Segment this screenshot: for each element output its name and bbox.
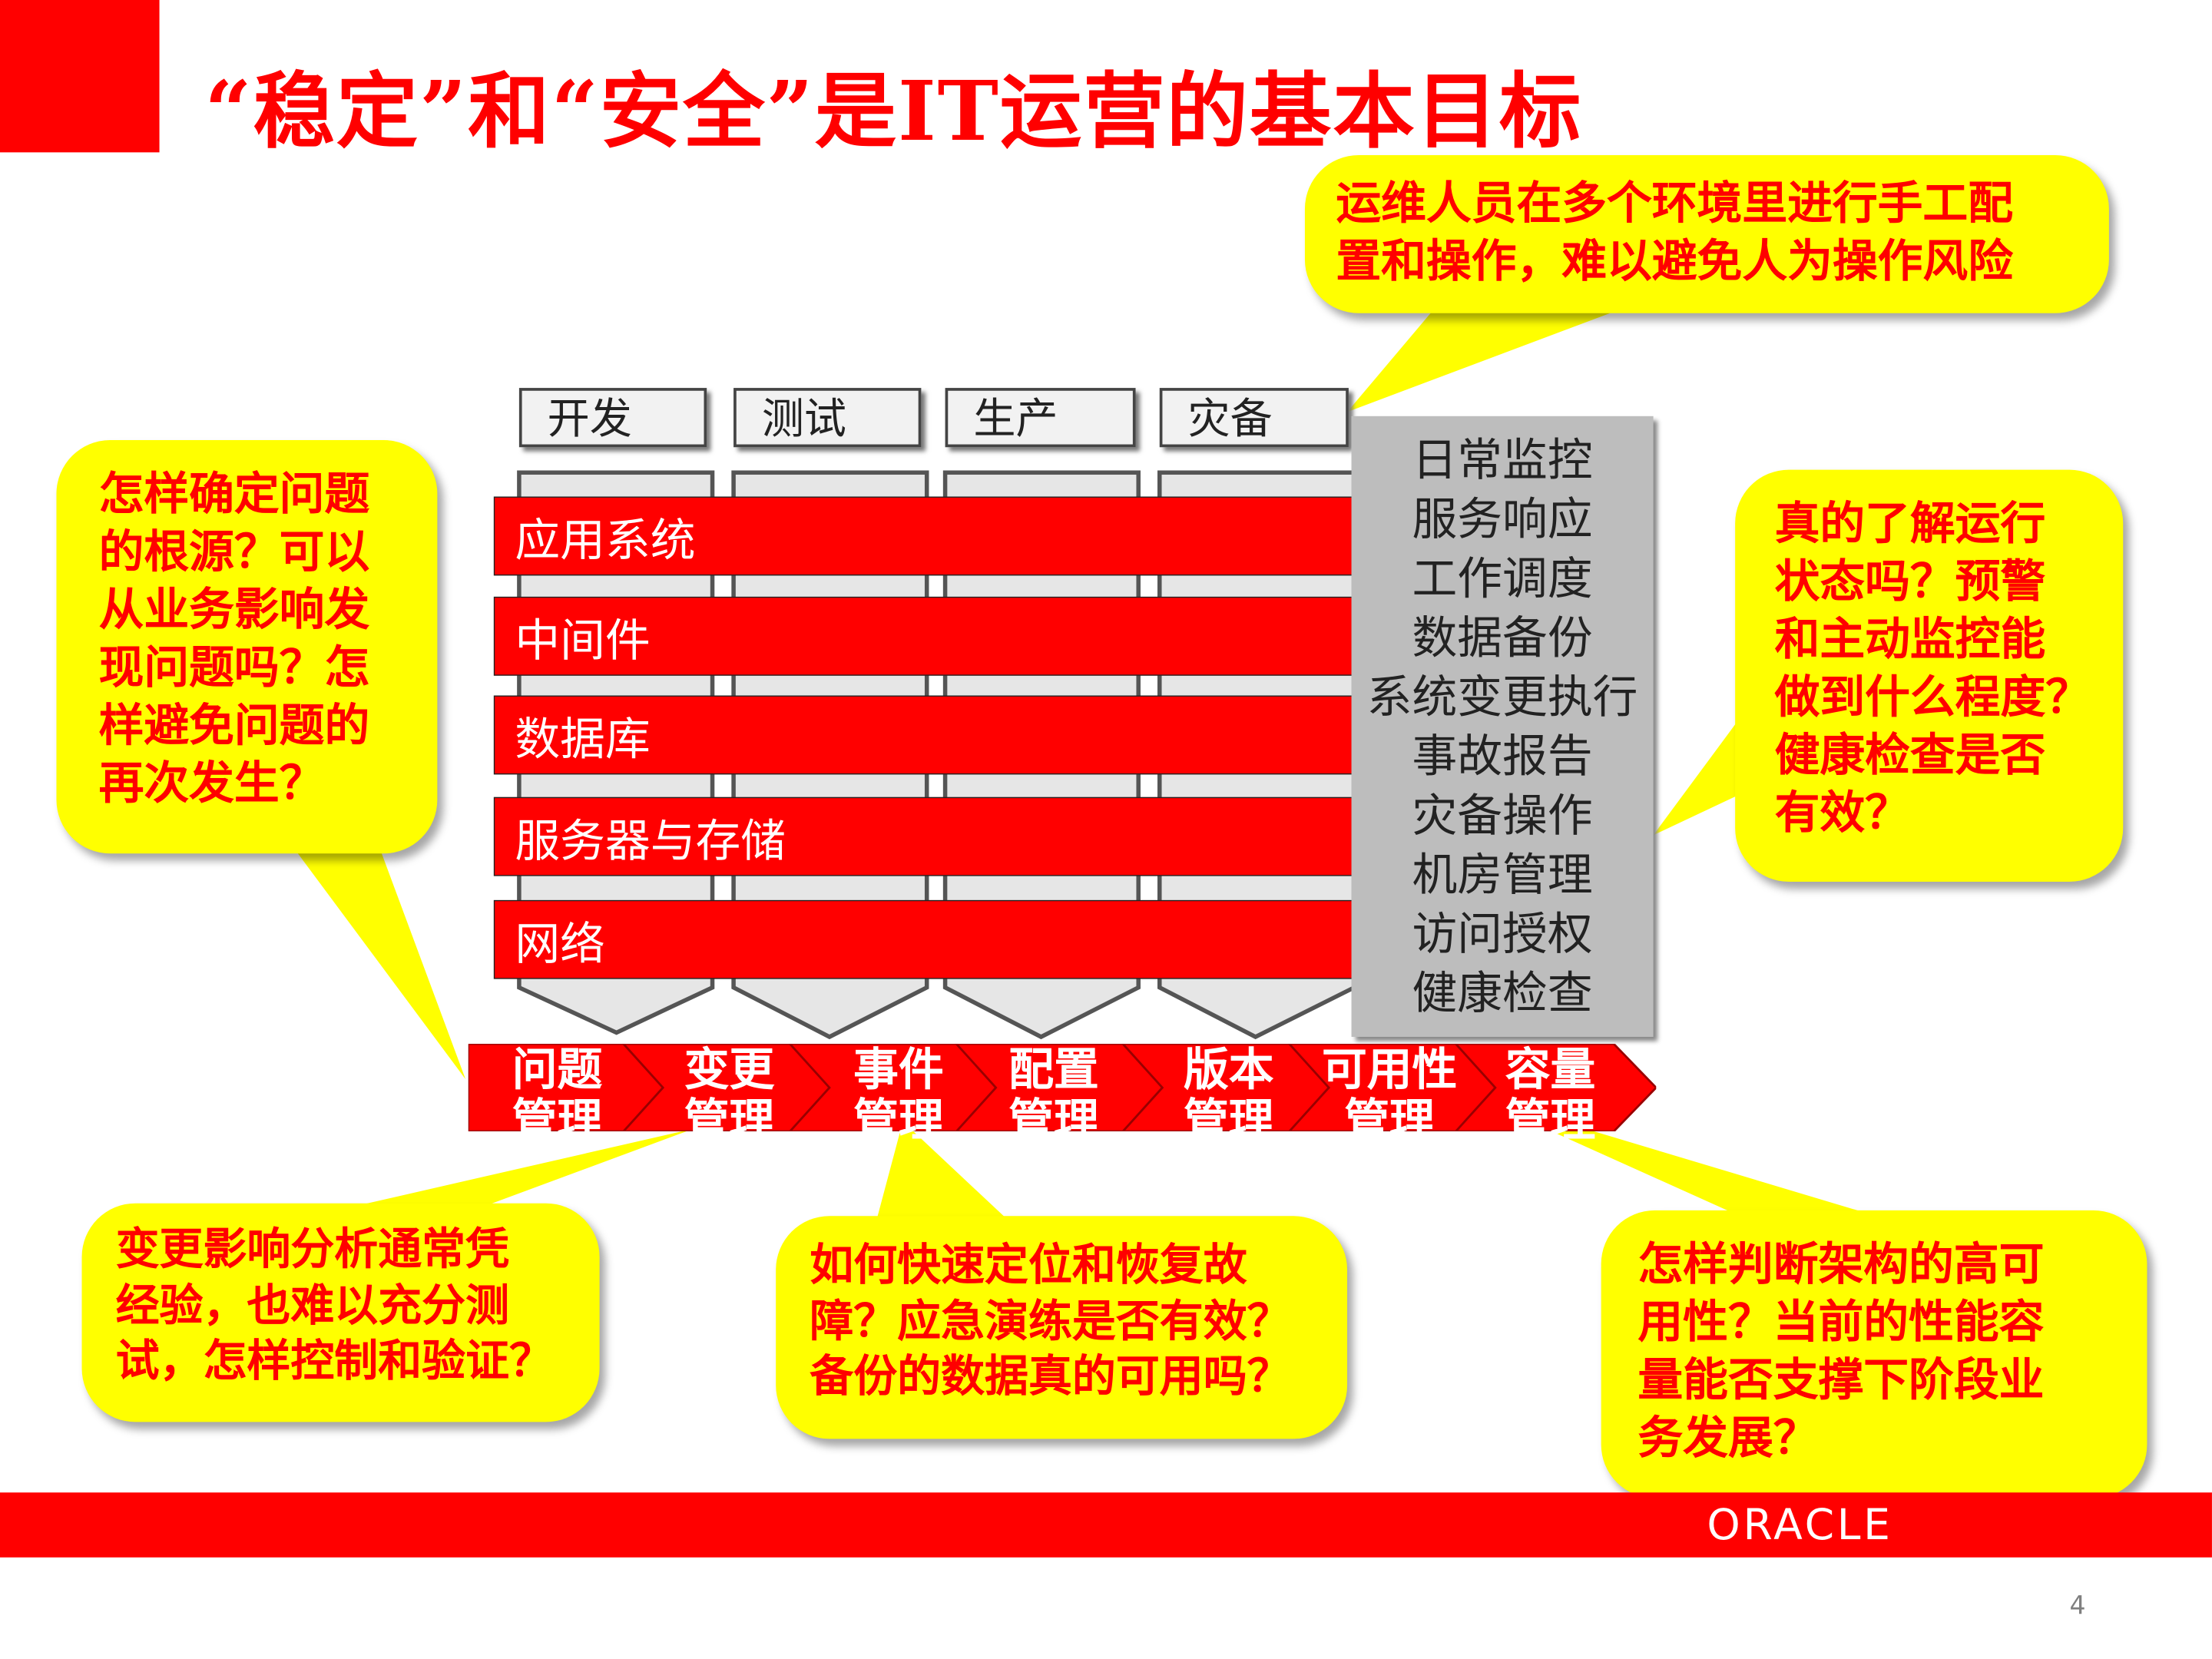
callout-line: 的根源？可以 <box>98 525 370 578</box>
layer-label: 数据库 <box>515 712 651 767</box>
operation-item: 日常监控 <box>1412 432 1593 487</box>
footer-band <box>0 1492 2212 1558</box>
operation-item: 系统变更执行 <box>1366 670 1638 724</box>
tail-right <box>1653 705 1750 836</box>
operation-item: 数据备份 <box>1412 611 1593 665</box>
callout-line: 置和操作，难以避免人为操作风险 <box>1336 233 2013 288</box>
callout-line: 怎样确定问题 <box>98 466 370 521</box>
callout-line: 量能否支撑下阶段业 <box>1637 1353 2045 1407</box>
callout-top-right: 运维人员在多个环境里进行手工配 置和操作，难以避免人为操作风险 <box>1304 155 2109 313</box>
callout-line: 做到什么程度？ <box>1774 670 2091 724</box>
oracle-logo: ORACLE <box>1707 1501 1893 1551</box>
layer-arrow-app: 应用系统 <box>493 496 1380 576</box>
process-label: 可用性 <box>1321 1042 1458 1097</box>
env-header-test: 测试 <box>733 388 922 448</box>
callout-line: 健康检查是否 <box>1774 727 2046 782</box>
layer-label: 中间件 <box>515 613 651 667</box>
callout-line: 状态吗？预警 <box>1774 554 2046 608</box>
operation-item: 健康检查 <box>1412 966 1593 1020</box>
process-label: 配置 <box>1008 1042 1099 1097</box>
process-chevrons <box>468 1044 1657 1132</box>
operation-item: 工作调度 <box>1412 551 1593 605</box>
layer-arrow-middleware: 中间件 <box>493 596 1380 676</box>
callout-line: 务发展？ <box>1637 1410 1819 1465</box>
callout-right: 真的了解运行 状态吗？预警 和主动监控能 做到什么程度？ 健康检查是否 有效？ <box>1735 469 2124 882</box>
process-label: 问题 <box>512 1042 603 1097</box>
process-label: 管理 <box>1505 1093 1596 1147</box>
callout-bottom-right: 怎样判断架构的高可 用性？当前的性能容 量能否支撑下阶段业 务发展？ <box>1601 1210 2147 1498</box>
process-availability-mgmt: 可用性管理 <box>1312 1044 1467 1145</box>
callout-line: 运维人员在多个环境里进行手工配 <box>1336 176 2013 230</box>
process-label: 管理 <box>1183 1093 1274 1147</box>
process-capacity-mgmt: 容量管理 <box>1487 1044 1614 1145</box>
process-incident-mgmt: 事件管理 <box>835 1044 962 1145</box>
operations-box: 日常监控 服务响应 工作调度 数据备份 系统变更执行 事故报告 灾备操作 机房管… <box>1351 416 1654 1037</box>
process-label: 管理 <box>1344 1093 1435 1147</box>
callout-line: 和主动监控能 <box>1774 611 2046 666</box>
callout-line: 试，怎样控制和验证？ <box>115 1336 553 1388</box>
operation-item: 机房管理 <box>1412 847 1593 902</box>
process-label: 版本 <box>1183 1042 1274 1097</box>
process-label: 容量 <box>1505 1042 1596 1097</box>
layer-label: 网络 <box>515 916 605 971</box>
page-number: 4 <box>2069 1591 2086 1621</box>
layer-arrow-server-storage: 服务器与存储 <box>493 796 1380 876</box>
operation-item: 灾备操作 <box>1412 788 1593 843</box>
callout-line: 障？应急演练是否有效？ <box>810 1296 1291 1347</box>
tail-bottom-left <box>324 1128 694 1214</box>
callout-left: 怎样确定问题 的根源？可以 从业务影响发 现问题吗？怎 样避免问题的 再次发生？ <box>56 440 438 854</box>
callout-line: 怎样判断架构的高可 <box>1637 1237 2045 1291</box>
callout-line: 样避免问题的 <box>98 697 370 752</box>
process-label: 管理 <box>853 1093 944 1147</box>
callout-line: 真的了解运行 <box>1774 496 2046 551</box>
layer-arrow-database: 数据库 <box>493 695 1380 775</box>
callout-line: 用性？当前的性能容 <box>1637 1295 2045 1349</box>
callout-line: 经验，也难以充分测 <box>115 1280 510 1332</box>
layer-arrow-network: 网络 <box>493 899 1380 979</box>
process-label: 事件 <box>853 1042 944 1097</box>
env-header-dr: 灾备 <box>1159 388 1349 448</box>
slide-title: “稳定”和“安全”是IT运营的基本目标 <box>204 63 1583 160</box>
process-label: 管理 <box>684 1093 775 1147</box>
arrow-shape <box>493 899 1380 979</box>
process-problem-mgmt: 问题管理 <box>494 1044 621 1145</box>
callout-line: 如何快速定位和恢复故 <box>810 1240 1247 1291</box>
callout-line: 有效？ <box>1774 785 1910 839</box>
layer-label: 应用系统 <box>515 513 696 568</box>
process-bar: 问题管理 变更管理 事件管理 配置管理 版本管理 可用性管理 容量管理 <box>468 1044 1657 1145</box>
process-release-mgmt: 版本管理 <box>1165 1044 1292 1145</box>
callout-line: 变更影响分析通常凭 <box>115 1224 510 1276</box>
process-label: 变更 <box>684 1042 775 1097</box>
env-header-prod: 生产 <box>945 388 1136 448</box>
callout-line: 再次发生？ <box>98 756 325 810</box>
corner-accent <box>0 0 160 153</box>
tail-bottom-center <box>874 1121 1016 1227</box>
process-config-mgmt: 配置管理 <box>990 1044 1117 1145</box>
process-change-mgmt: 变更管理 <box>666 1044 793 1145</box>
process-label: 管理 <box>512 1093 603 1147</box>
operation-item: 访问授权 <box>1412 906 1593 961</box>
env-header-dev: 开发 <box>518 388 707 448</box>
callout-line: 现问题吗？怎 <box>98 640 370 694</box>
callout-line: 从业务影响发 <box>98 582 370 637</box>
callout-bottom-center: 如何快速定位和恢复故 障？应急演练是否有效？ 备份的数据真的可用吗？ <box>776 1216 1348 1439</box>
process-label: 管理 <box>1008 1093 1099 1147</box>
layer-label: 服务器与存储 <box>515 813 786 868</box>
callout-bottom-left: 变更影响分析通常凭 经验，也难以充分测 试，怎样控制和验证？ <box>81 1203 600 1422</box>
operation-item: 服务响应 <box>1412 492 1593 546</box>
operation-item: 事故报告 <box>1412 729 1593 783</box>
callout-line: 备份的数据真的可用吗？ <box>810 1352 1291 1403</box>
